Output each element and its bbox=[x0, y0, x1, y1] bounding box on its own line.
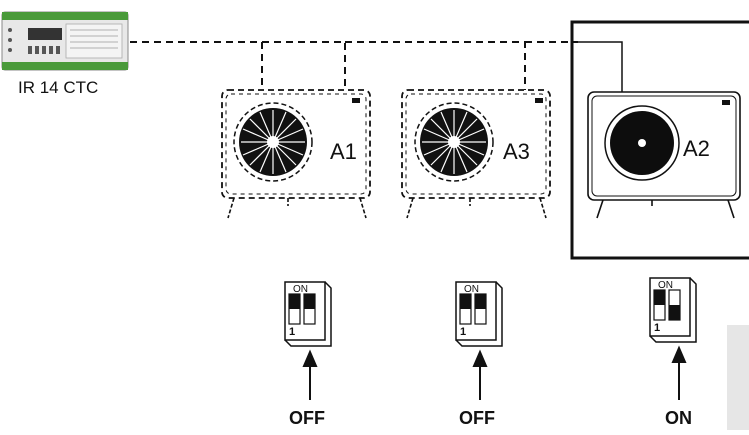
dip-switch-a1 bbox=[284, 281, 332, 347]
controller-label: IR 14 CTC bbox=[18, 78, 99, 97]
dip-on-text-a2: ON bbox=[658, 280, 673, 291]
dip-switch-a3 bbox=[455, 281, 503, 347]
state-label-a1: OFF bbox=[289, 408, 325, 428]
dip-position-a1: 1 bbox=[289, 326, 296, 338]
dip-on-text-a3: ON bbox=[464, 284, 479, 295]
dip-switch-a2 bbox=[649, 277, 697, 343]
dip-position-a2: 1 bbox=[654, 322, 661, 334]
wire-to-a2 bbox=[578, 41, 623, 92]
state-label-a2: ON bbox=[665, 408, 692, 428]
unit-label-a2: A2 bbox=[683, 136, 710, 161]
dip-position-a3: 1 bbox=[460, 326, 467, 338]
state-arrows bbox=[302, 345, 687, 400]
right-edge-panel bbox=[727, 325, 749, 430]
heat-pump-a3 bbox=[401, 89, 551, 219]
a2-highlight-frame bbox=[570, 20, 749, 260]
dip-on-text-a1: ON bbox=[293, 284, 308, 295]
state-label-a3: OFF bbox=[459, 408, 495, 428]
unit-label-a3: A3 bbox=[503, 139, 530, 164]
heat-pump-a2 bbox=[587, 91, 741, 219]
communication-wiring bbox=[130, 41, 578, 90]
unit-label-a1: A1 bbox=[330, 139, 357, 164]
heat-pump-a1 bbox=[221, 89, 371, 219]
controller-device bbox=[1, 11, 129, 71]
